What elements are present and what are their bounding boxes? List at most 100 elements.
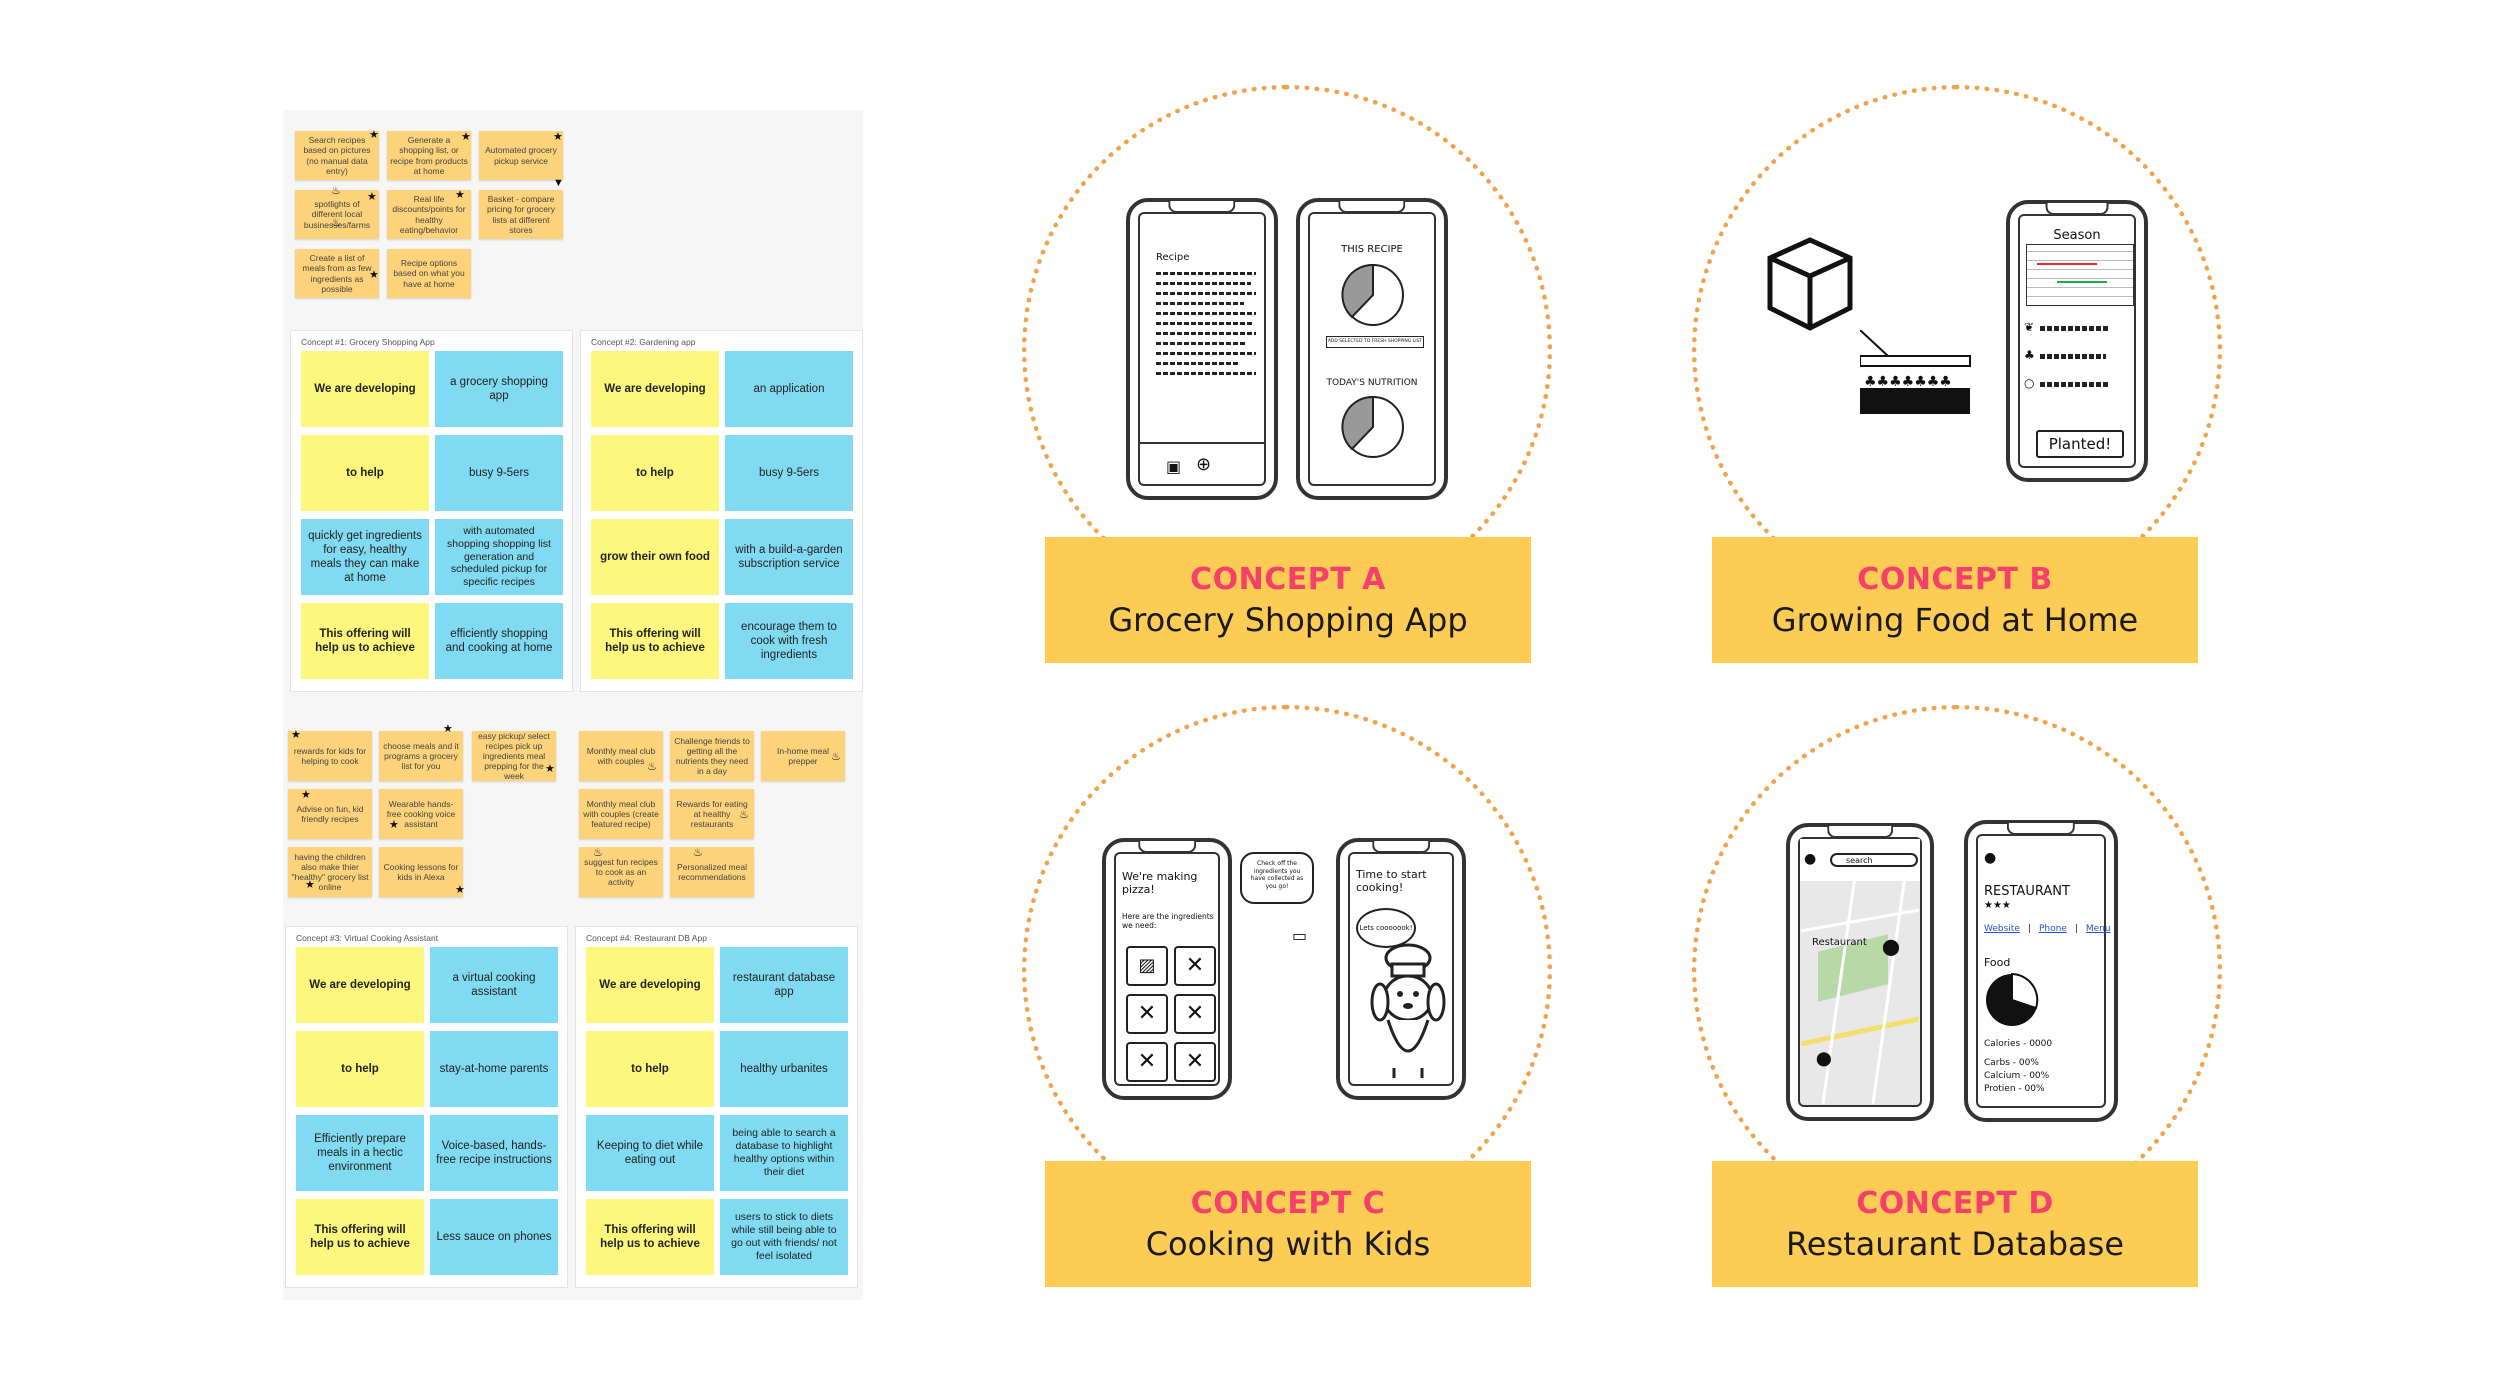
- user-icon: ●: [1804, 851, 1817, 867]
- canvas-cell: We are developing: [591, 351, 719, 427]
- concept-canvas-3: Concept #3: Virtual Cooking Assistant We…: [285, 926, 568, 1288]
- canvas-cell: an application: [725, 351, 853, 427]
- canvas-title: Concept #2: Gardening app: [591, 337, 696, 347]
- sprout-icon: ♣: [2024, 348, 2035, 362]
- search-input: search: [1830, 853, 1918, 867]
- dog-speech-bubble: Lets cooooook!: [1356, 908, 1416, 948]
- canvas-cell: We are developing: [586, 947, 714, 1023]
- add-icon: ⊕: [1196, 454, 1212, 475]
- phone-sketch: Season ❦ ♣ ○ Planted!: [2006, 200, 2148, 482]
- protein-stat: Protien - 00%: [1984, 1084, 2045, 1095]
- canvas-cell: a virtual cooking assistant: [430, 947, 558, 1023]
- pie-chart-icon: [1341, 395, 1404, 458]
- calories-stat: Calories - 0000: [1984, 1039, 2053, 1049]
- concept-b-name: Growing Food at Home: [1771, 600, 2139, 639]
- concept-d-name: Restaurant Database: [1785, 1224, 2125, 1263]
- canvas-cell: busy 9-5ers: [435, 435, 563, 511]
- ingredients-label: Here are the ingredients we need:: [1122, 912, 1214, 930]
- canvas-cell: This offering will help us to achieve: [296, 1199, 424, 1275]
- sticky-note[interactable]: Personalized meal recommendations: [670, 847, 754, 897]
- planted-button: Planted!: [2036, 430, 2124, 458]
- concept-d-label: CONCEPT D Restaurant Database: [1712, 1161, 2198, 1287]
- star-vote-icon: ★: [369, 129, 379, 141]
- sticky-note[interactable]: easy pickup/ select recipes pick up ingr…: [472, 731, 556, 781]
- speech-bubble: Check off the ingredients you have colle…: [1240, 852, 1314, 904]
- cheese-icon: ▨: [1126, 946, 1168, 986]
- carbs-stat: Carbs - 00%: [1984, 1058, 2039, 1069]
- star-vote-icon: ★: [369, 269, 379, 281]
- canvas-cell: healthy urbanites: [720, 1031, 848, 1107]
- pie-chart-icon: [1341, 263, 1404, 326]
- canvas-cell: restaurant database app: [720, 947, 848, 1023]
- sticky-note[interactable]: Monthly meal club with couples: [579, 731, 663, 781]
- sticky-note[interactable]: Cooking lessons for kids in Alexa: [379, 847, 463, 897]
- sticky-note[interactable]: Automated grocery pickup service: [479, 131, 563, 180]
- concept-canvas-1: Concept #1: Grocery Shopping App We are …: [290, 330, 573, 692]
- speaker-icon: ▭: [1292, 926, 1308, 945]
- star-vote-icon: ★: [553, 131, 563, 143]
- phone-sketch: ● search Restaurant ⬤ ⬤: [1786, 823, 1934, 1121]
- food-heading: Food: [1984, 956, 2011, 969]
- concept-c-label: CONCEPT C Cooking with Kids: [1045, 1161, 1531, 1287]
- flame-icon: ♨: [331, 185, 341, 197]
- sticky-note[interactable]: Real life discounts/points for healthy e…: [387, 190, 471, 239]
- sticky-note[interactable]: Create a list of meals from as few ingre…: [295, 249, 379, 298]
- canvas-title: Concept #4: Restaurant DB App: [586, 933, 707, 943]
- flame-icon: ♨: [739, 809, 749, 821]
- phone-sketch: Recipe ▣ ⊕: [1126, 198, 1278, 500]
- restaurant-links: Website | Phone | Menu: [1984, 924, 2111, 934]
- concept-a-label: CONCEPT A Grocery Shopping App: [1045, 537, 1531, 663]
- website-link[interactable]: Website: [1984, 924, 2020, 934]
- canvas-cell: being able to search a database to highl…: [720, 1115, 848, 1191]
- concept-a-circle: [1022, 85, 1552, 615]
- sticky-note[interactable]: Advise on fun, kid friendly recipes: [288, 789, 372, 839]
- star-vote-icon: ★: [367, 191, 377, 203]
- phone-sketch: ● RESTAURANT ★★★ Website | Phone | Menu …: [1964, 820, 2118, 1122]
- svg-text:♣♣♣♣♣♣♣: ♣♣♣♣♣♣♣: [1864, 374, 1952, 390]
- sticky-note[interactable]: Recipe options based on what you have at…: [387, 249, 471, 298]
- phone-link[interactable]: Phone: [2038, 924, 2067, 934]
- pin-icon: ▼: [553, 177, 564, 189]
- sticky-note[interactable]: Search recipes based on pictures (no man…: [295, 131, 379, 180]
- sticky-note[interactable]: Rewards for eating at healthy restaurant…: [670, 789, 754, 839]
- sticky-note[interactable]: suggest fun recipes to cook as an activi…: [579, 847, 663, 897]
- utensils-icon: ✕: [1174, 994, 1216, 1034]
- canvas-cell: a grocery shopping app: [435, 351, 563, 427]
- sticky-note[interactable]: Wearable hands-free cooking voice assist…: [379, 789, 463, 839]
- map-restaurant-label: Restaurant: [1812, 937, 1867, 948]
- this-recipe-heading: THIS RECIPE: [1341, 244, 1403, 255]
- canvas-cell: busy 9-5ers: [725, 435, 853, 511]
- utensils-icon: ✕: [1126, 994, 1168, 1034]
- concept-c-title: CONCEPT C: [1190, 1185, 1386, 1221]
- sticky-note[interactable]: having the children also make thier "hea…: [288, 847, 372, 897]
- pie-chart-icon: [1986, 972, 2039, 1026]
- star-vote-icon: ★: [455, 884, 465, 896]
- season-heading: Season: [2053, 228, 2101, 243]
- sticky-note[interactable]: Basket - compare pricing for grocery lis…: [479, 190, 563, 239]
- camera-icon: ▣: [1166, 457, 1182, 476]
- canvas-cell: Less sauce on phones: [430, 1199, 558, 1275]
- sticky-note[interactable]: Monthly meal club with couples (create f…: [579, 789, 663, 839]
- canvas-cell: grow their own food: [591, 519, 719, 595]
- sticky-note[interactable]: spotlights of different local businesses…: [295, 190, 379, 239]
- canvas-cell: Keeping to diet while eating out: [586, 1115, 714, 1191]
- leaf-icon: ❦: [2024, 320, 2035, 334]
- concept-a-title: CONCEPT A: [1190, 561, 1386, 597]
- restaurant-heading: RESTAURANT: [1984, 884, 2070, 899]
- canvas-cell: This offering will help us to achieve: [301, 603, 429, 679]
- planter-icon: ♣♣♣♣♣♣♣: [1860, 330, 1971, 414]
- phone-sketch: THIS RECIPE ADD SELECTED TO FRESH SHOPPI…: [1296, 198, 1448, 500]
- making-heading: We're making pizza!: [1122, 870, 1198, 897]
- sticky-note[interactable]: Generate a shopping list, or recipe from…: [387, 131, 471, 180]
- concept-b-title: CONCEPT B: [1857, 561, 2053, 597]
- canvas-cell: encourage them to cook with fresh ingred…: [725, 603, 853, 679]
- flame-icon: ♨: [693, 847, 703, 859]
- sticky-note[interactable]: rewards for kids for helping to cook: [288, 731, 372, 781]
- canvas-cell: users to stick to diets while still bein…: [720, 1199, 848, 1275]
- canvas-cell: Efficiently prepare meals in a hectic en…: [296, 1115, 424, 1191]
- sticky-note[interactable]: choose meals and it programs a grocery l…: [379, 731, 463, 781]
- flame-icon: ♨: [331, 217, 341, 229]
- menu-link[interactable]: Menu: [2085, 924, 2111, 934]
- sticky-note[interactable]: In-home meal prepper: [761, 731, 845, 781]
- sticky-note[interactable]: Challenge friends to getting all the nut…: [670, 731, 754, 781]
